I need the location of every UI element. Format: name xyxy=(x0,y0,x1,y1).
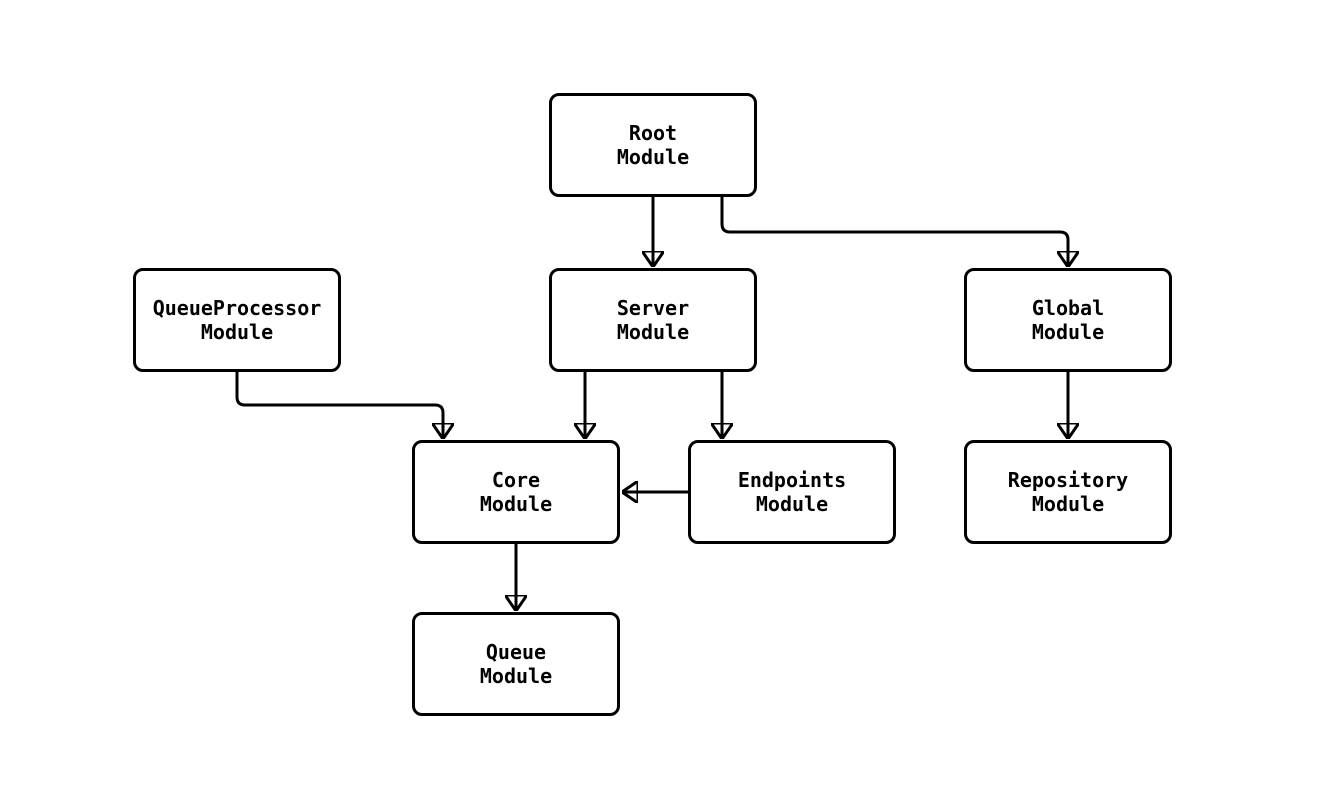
node-core-module: Core Module xyxy=(412,440,620,544)
node-server-module-label: Server Module xyxy=(616,296,690,344)
node-endpoints-module: Endpoints Module xyxy=(688,440,896,544)
node-root-module: Root Module xyxy=(549,93,757,197)
node-core-module-label: Core Module xyxy=(479,468,553,516)
node-queue-module: Queue Module xyxy=(412,612,620,716)
node-root-module-label: Root Module xyxy=(616,121,690,169)
node-global-module-label: Global Module xyxy=(1031,296,1105,344)
node-server-module: Server Module xyxy=(549,268,757,372)
edge-root-to-global xyxy=(720,197,1068,266)
edge-queueprocessor-to-core xyxy=(235,372,443,438)
node-global-module: Global Module xyxy=(964,268,1172,372)
node-queueprocessor-module-label: QueueProcessor Module xyxy=(152,296,322,344)
node-repository-module: Repository Module xyxy=(964,440,1172,544)
node-endpoints-module-label: Endpoints Module xyxy=(737,468,847,516)
node-repository-module-label: Repository Module xyxy=(1007,468,1129,516)
node-queueprocessor-module: QueueProcessor Module xyxy=(133,268,341,372)
node-queue-module-label: Queue Module xyxy=(479,640,553,688)
